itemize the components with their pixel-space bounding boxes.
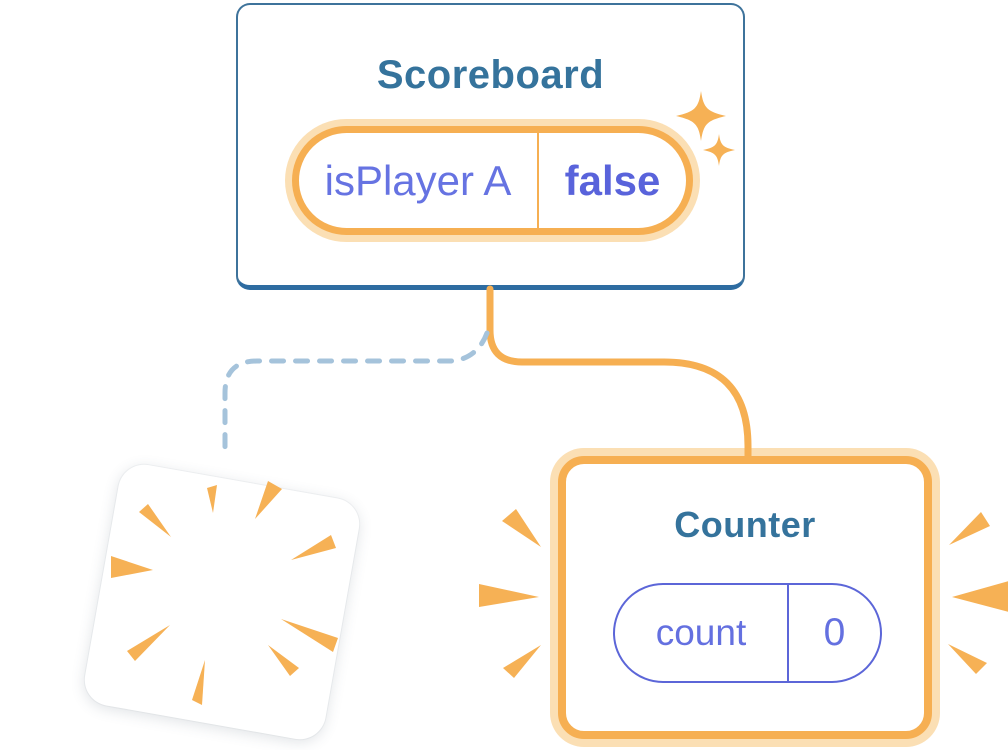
- counter-state-value: 0: [823, 611, 846, 654]
- scoreboard-title: Scoreboard: [376, 53, 605, 97]
- destroyed-component-card: [80, 460, 364, 744]
- counter-card: Counter count 0: [558, 456, 932, 739]
- counter-title: Counter: [674, 504, 816, 545]
- solid-connector-line: [486, 285, 752, 463]
- scoreboard-card: Scoreboard isPlayer A false: [236, 3, 745, 290]
- scoreboard-state-pill: isPlayer A false: [292, 126, 693, 235]
- scoreboard-state-value: false: [564, 156, 661, 204]
- dashed-connector-line: [222, 330, 490, 459]
- scoreboard-state-key: isPlayer A: [299, 133, 539, 228]
- counter-state-key: count: [615, 585, 789, 681]
- counter-state-pill: count 0: [613, 583, 882, 683]
